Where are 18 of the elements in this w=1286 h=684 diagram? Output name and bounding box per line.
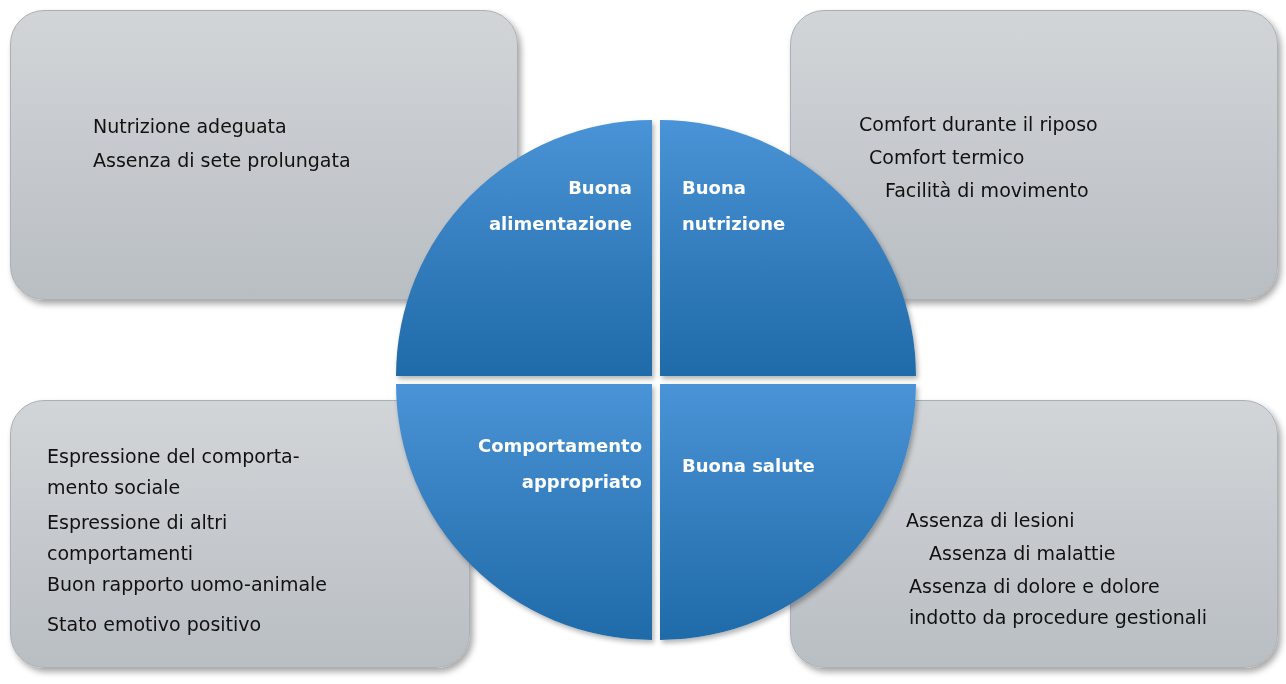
- quadrant-label: Buona alimentazione: [487, 176, 632, 236]
- rounded-panel: [10, 400, 470, 668]
- quadrant-label: Buona nutrizione: [682, 176, 787, 236]
- criterion-text: Buon rapporto uomo-animale: [47, 572, 327, 597]
- criterion-text: Comfort durante il riposo: [859, 112, 1098, 137]
- quadrant-label: Comportamento appropriato: [477, 434, 642, 494]
- rounded-panel: [790, 10, 1278, 300]
- criterion-text: Nutrizione adeguata: [93, 114, 287, 139]
- criterion-text: Assenza di malattie: [929, 541, 1116, 566]
- criterion-text: Espressione del comporta-mento sociale: [47, 444, 301, 500]
- criterion-text: Assenza di lesioni: [906, 508, 1075, 533]
- criterion-text: Facilità di movimento: [885, 178, 1089, 203]
- criterion-text: Assenza di sete prolungata: [93, 148, 351, 173]
- criterion-text: Espressione di altri comportamenti: [47, 510, 229, 566]
- criterion-text: Stato emotivo positivo: [47, 612, 262, 637]
- criterion-text: Assenza di dolore e dolore indotto da procedure gestionali: [909, 574, 1208, 630]
- criterion-text: Comfort termico: [869, 145, 1025, 170]
- quadrant-label: Buona salute: [682, 454, 816, 478]
